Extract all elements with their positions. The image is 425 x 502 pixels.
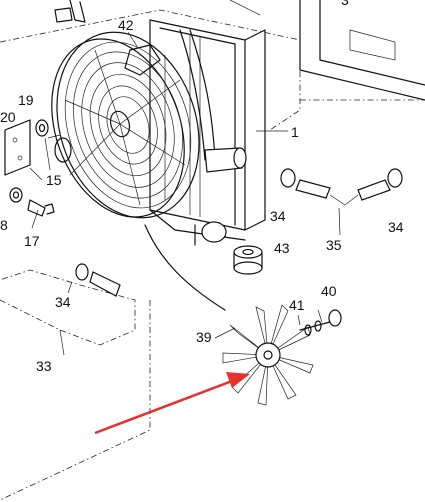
pulley-43 [233,245,263,275]
callout-39: 39 [196,329,212,345]
side-panel [299,0,425,101]
fan-guard [51,31,200,219]
fan-blade [222,304,314,406]
red-arrow [94,372,250,435]
callout-33: 33 [36,358,52,374]
callout-1: 1 [291,124,299,140]
callout-34-right: 34 [388,219,404,235]
belt [144,224,226,311]
hose-35 [280,168,403,236]
hoses [179,29,247,243]
hose-lower [75,263,121,297]
callout-34-left: 34 [270,208,286,224]
left-hardware [4,119,72,229]
callout-labels: 42 3 19 20 1 15 8 17 34 34 35 43 34 41 4… [0,0,404,374]
callout-35: 35 [326,237,342,253]
callout-34-lower: 34 [55,294,71,310]
leader-lines [44,130,323,356]
callout-15: 15 [46,172,62,188]
callout-3: 3 [341,0,349,8]
callout-19: 19 [18,92,34,108]
top-bracket [54,0,261,76]
bolt-40 [299,309,342,336]
callout-40: 40 [321,283,337,299]
callout-20: 20 [0,109,16,125]
callout-17: 17 [24,233,40,249]
callout-41: 41 [289,297,305,313]
callout-8: 8 [0,217,8,233]
outline-frame [0,9,425,501]
radiator-core [149,19,266,246]
callout-42: 42 [118,17,134,33]
callout-43: 43 [274,240,290,256]
